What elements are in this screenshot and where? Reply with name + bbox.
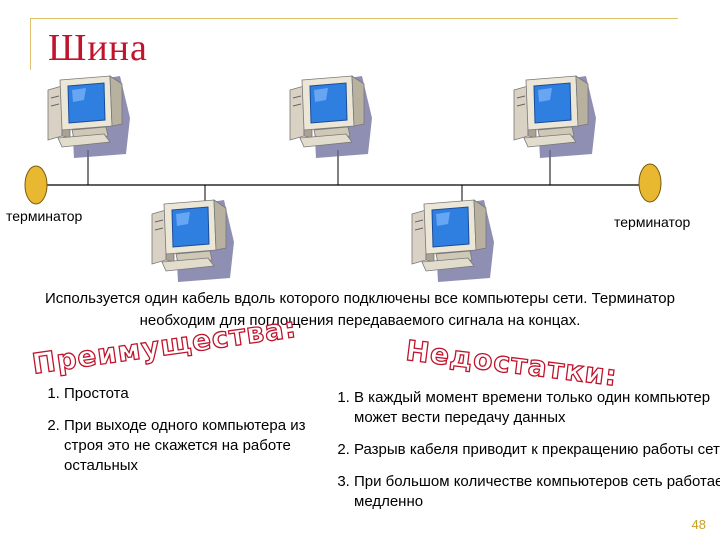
list-item: Простота <box>64 384 332 404</box>
list-item: При выходе одного компьютера из строя эт… <box>64 416 332 476</box>
computer-icon <box>151 199 235 283</box>
disadvantages-list: В каждый момент времени только один комп… <box>326 388 720 524</box>
terminator-right-label: терминатор <box>614 214 691 230</box>
frame-left-line <box>30 18 31 70</box>
computer-icon <box>513 75 597 159</box>
list-item: При большом количестве компьютеров сеть … <box>354 472 720 512</box>
list-item: В каждый момент времени только один комп… <box>354 388 720 428</box>
terminator-right-icon <box>638 163 662 203</box>
terminator-left-icon <box>24 165 48 205</box>
advantages-list: Простота При выходе одного компьютера из… <box>36 384 332 488</box>
computer-icon <box>411 199 495 283</box>
disadvantages-heading: Недостатки: <box>403 333 620 393</box>
slide-title: Шина <box>48 27 148 69</box>
frame-top-line <box>30 18 678 19</box>
computer-icon <box>289 75 373 159</box>
terminator-left-label: терминатор <box>6 208 83 224</box>
page-number: 48 <box>691 517 706 532</box>
description-text: Используется один кабель вдоль которого … <box>45 290 675 329</box>
computer-icon <box>47 75 131 159</box>
bus-topology-diagram <box>24 75 662 283</box>
list-item: Разрыв кабеля приводит к прекращению раб… <box>354 440 720 460</box>
